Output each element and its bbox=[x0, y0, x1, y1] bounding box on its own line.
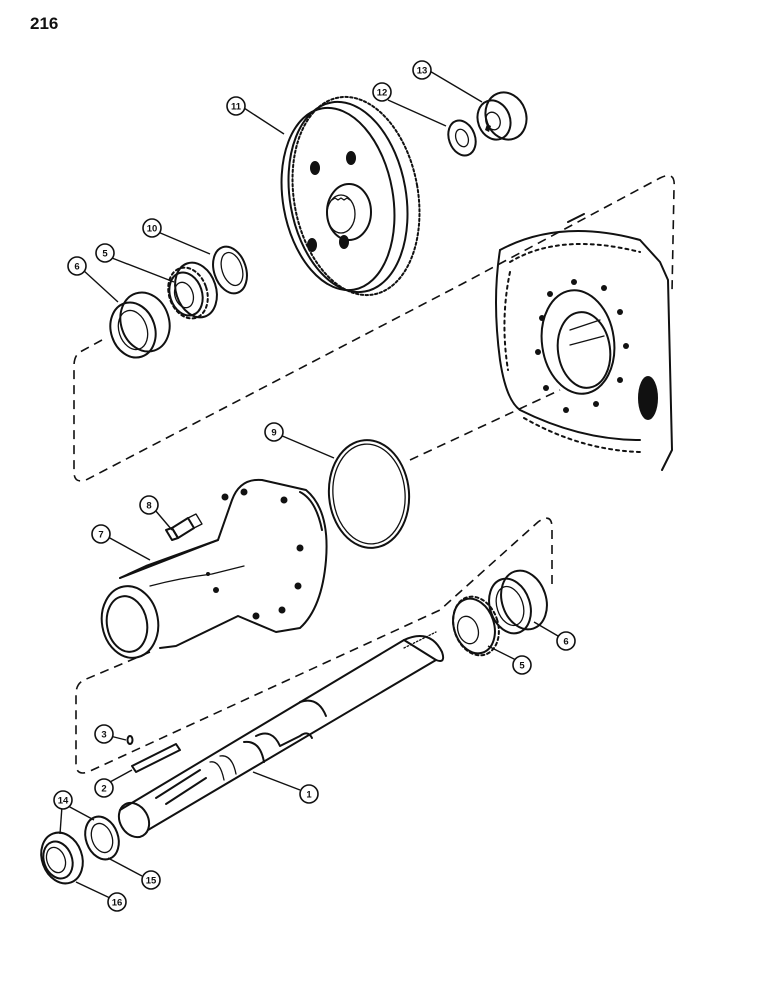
callout-1: 1 bbox=[299, 784, 319, 804]
part-6-bearing-cup-upper bbox=[109, 291, 171, 359]
callout-11: 11 bbox=[226, 96, 246, 116]
callout-12: 12 bbox=[372, 82, 392, 102]
callout-9-label: 9 bbox=[271, 428, 276, 439]
callout-14-label: 14 bbox=[58, 796, 69, 807]
page-number: 216 bbox=[30, 14, 59, 33]
lower-assembly-dashed-outline bbox=[75, 517, 553, 774]
part-9-o-ring bbox=[327, 439, 411, 549]
part-7-carrier-housing bbox=[100, 478, 328, 659]
callout-13-label: 13 bbox=[417, 66, 428, 77]
callout-1-label: 1 bbox=[306, 790, 312, 801]
callout-14: 14 bbox=[53, 790, 73, 810]
part-15-spacer bbox=[84, 815, 120, 861]
part-10-shim bbox=[212, 245, 248, 295]
part-3-pin bbox=[126, 735, 134, 745]
callout-9: 9 bbox=[264, 422, 284, 442]
part-2-key bbox=[131, 743, 181, 773]
callout-8-label: 8 bbox=[146, 501, 151, 512]
callout-16-label: 16 bbox=[112, 898, 123, 909]
callout-15: 15 bbox=[141, 870, 161, 890]
callout-8: 8 bbox=[139, 495, 159, 515]
part-5-bearing-cone-lower bbox=[452, 595, 500, 657]
callout-6-upper: 6 bbox=[67, 256, 87, 276]
part-6-bearing-cup-lower bbox=[488, 569, 548, 635]
callout-12-label: 12 bbox=[377, 88, 388, 99]
part-12-lock-washer bbox=[447, 119, 477, 157]
callout-16: 16 bbox=[107, 892, 127, 912]
callout-5-upper: 5 bbox=[95, 243, 115, 263]
callout-2: 2 bbox=[94, 778, 114, 798]
callout-6-upper-label: 6 bbox=[74, 262, 79, 273]
part-5-bearing-cone-upper bbox=[167, 261, 218, 320]
upper-assembly-dashed-outline bbox=[73, 174, 676, 482]
callout-2-label: 2 bbox=[101, 784, 106, 795]
callout-5-upper-label: 5 bbox=[102, 249, 108, 260]
part-11-gear bbox=[280, 95, 421, 297]
callout-3: 3 bbox=[94, 724, 114, 744]
part-13-nut bbox=[476, 91, 528, 141]
callout-7-label: 7 bbox=[98, 530, 103, 541]
callout-10-label: 10 bbox=[147, 224, 158, 235]
callout-13: 13 bbox=[412, 60, 432, 80]
part-1-shaft bbox=[117, 631, 445, 839]
part-16-oil-seal bbox=[40, 831, 84, 885]
part-8-cap-screw bbox=[165, 513, 203, 541]
callout-5-lower: 5 bbox=[512, 655, 532, 675]
leader-lines bbox=[59, 69, 559, 899]
callout-7: 7 bbox=[91, 524, 111, 544]
callout-5-lower-label: 5 bbox=[519, 661, 525, 672]
callout-15-label: 15 bbox=[146, 876, 157, 887]
callout-3-label: 3 bbox=[101, 730, 106, 741]
upper-assembly-dashed-link bbox=[409, 389, 561, 461]
callout-10: 10 bbox=[142, 218, 162, 238]
callout-6-lower: 6 bbox=[556, 631, 576, 651]
callout-6-lower-label: 6 bbox=[563, 637, 568, 648]
callout-11-label: 11 bbox=[231, 102, 242, 113]
transmission-housing-partial bbox=[495, 213, 673, 471]
